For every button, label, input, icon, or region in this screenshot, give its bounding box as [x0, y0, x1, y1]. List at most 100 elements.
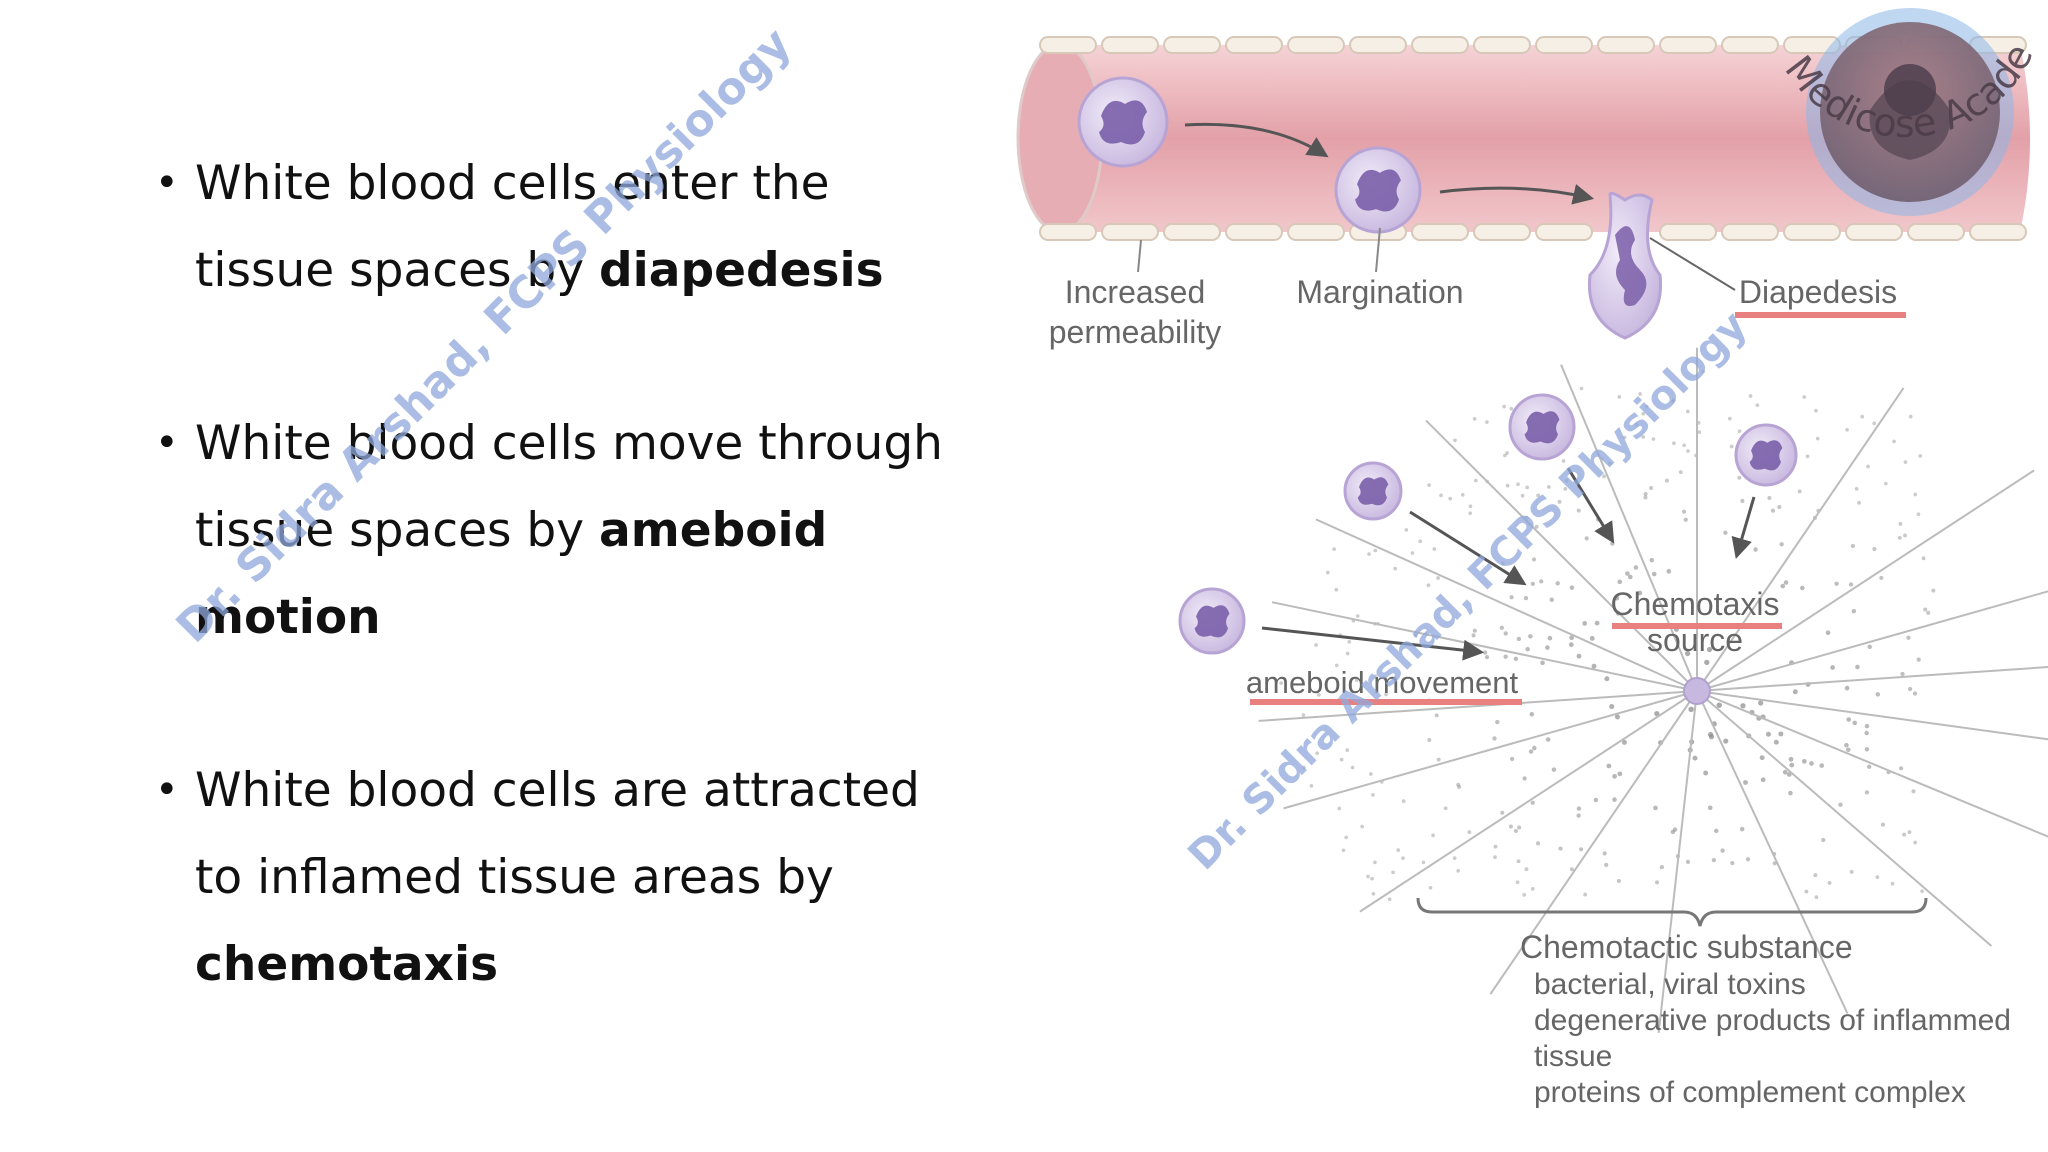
tissue-dot	[1845, 427, 1849, 432]
tissue-dot	[1513, 656, 1519, 662]
tissue-dot	[1714, 828, 1719, 834]
bullet-text-line: tissue spaces by diapedesis	[195, 227, 884, 314]
tissue-dot	[1633, 565, 1639, 570]
tissue-dot	[1814, 895, 1819, 900]
tissue-dot	[1792, 689, 1798, 695]
tissue-dot	[1866, 764, 1872, 769]
tissue-dot	[1765, 731, 1771, 737]
tissue-dot	[1529, 712, 1535, 717]
endothelial-cell	[1163, 223, 1221, 241]
tissue-dot	[1453, 438, 1457, 443]
tissue-dot	[1707, 805, 1713, 811]
gradient-ray	[1696, 690, 1993, 947]
tissue-dot	[1436, 757, 1441, 762]
tissue-dot	[1355, 614, 1360, 618]
tissue-dot	[1530, 886, 1535, 891]
tissue-dot	[1788, 790, 1793, 796]
tissue-dot	[1302, 765, 1306, 770]
arrow-ameboid	[1261, 626, 1485, 661]
tissue-dot	[1737, 429, 1742, 434]
pointer-diapedesis	[1649, 237, 1736, 291]
tissue-dot	[1427, 738, 1432, 742]
tissue-dot	[1899, 766, 1904, 771]
gradient-ray	[1696, 690, 2048, 838]
tissue-dot	[1723, 530, 1728, 535]
endothelial-cell	[1039, 223, 1097, 241]
tissue-dot	[1434, 713, 1439, 718]
tissue-dot	[1536, 841, 1541, 846]
tissue-dot	[1860, 414, 1865, 419]
tissue-dot	[1540, 660, 1545, 666]
endothelial-cell	[1535, 36, 1593, 54]
tissue-dot	[1637, 590, 1643, 596]
tissue-dot	[1872, 546, 1877, 552]
tissue-dot	[1371, 891, 1376, 896]
tissue-dot	[1755, 403, 1760, 407]
tissue-dot	[1334, 663, 1339, 668]
tissue-dot	[1867, 644, 1872, 650]
label-ameboid: ameboid movement	[1246, 665, 1519, 700]
tissue-dot	[1701, 369, 1705, 374]
tissue-dot	[1875, 692, 1881, 697]
tissue-dot	[1898, 522, 1903, 526]
tissue-dot	[1456, 868, 1461, 873]
tissue-dot	[1401, 856, 1405, 861]
tissue-dot	[1337, 806, 1342, 811]
tissue-dot	[1788, 756, 1794, 762]
tissue-dot	[1279, 681, 1284, 685]
tissue-dot	[1846, 747, 1851, 753]
gradient-ray	[1271, 601, 1698, 692]
tissue-dot	[1641, 411, 1646, 416]
endothelial-cell	[1287, 36, 1345, 54]
tissue-dot	[1439, 493, 1443, 498]
tissue-dot	[1551, 767, 1557, 772]
tissue-dot	[1855, 664, 1860, 670]
tissue-dot	[1617, 394, 1622, 399]
term-chemotaxis: chemotaxis	[195, 937, 499, 992]
gradient-ray	[1315, 518, 1698, 692]
tissue-dot	[1912, 691, 1918, 696]
tissue-dot	[1345, 651, 1350, 656]
tissue-dot	[1649, 486, 1654, 490]
label-permeability: permeability	[1049, 314, 1222, 350]
tissue-dot	[1872, 421, 1877, 426]
tissue-dot	[1531, 557, 1537, 562]
tissue-dot	[1558, 846, 1563, 851]
tissue-dot	[1493, 844, 1498, 849]
tissue-dot	[1827, 880, 1832, 885]
term-ameboid: ameboid	[599, 503, 828, 558]
leukocyte-cell	[1508, 393, 1576, 461]
tissue-dot	[1473, 478, 1478, 483]
tissue-dot	[1576, 653, 1582, 659]
tissue-dot	[1672, 441, 1676, 446]
tissue-dot	[1582, 621, 1588, 626]
tissue-dot	[1913, 840, 1918, 845]
tissue-dot	[1432, 547, 1437, 551]
tissue-dot	[1468, 511, 1472, 516]
tissue-dot	[1850, 543, 1855, 549]
tissue-dot	[1502, 404, 1506, 409]
tissue-dot	[1684, 650, 1691, 657]
tissue-dot	[1849, 869, 1854, 874]
endothelial-cell	[1411, 223, 1469, 241]
tissue-dot	[1772, 861, 1777, 866]
endothelial-cell	[1473, 223, 1531, 241]
tissue-dot	[1427, 483, 1431, 487]
tissue-dot	[1367, 552, 1371, 556]
tissue-dot	[1670, 829, 1676, 835]
tissue-dot	[1649, 557, 1655, 563]
tissue-dot	[1503, 654, 1508, 659]
gradient-ray	[1657, 690, 1698, 1034]
tissue-dot	[1830, 665, 1835, 670]
tissue-dot	[1500, 561, 1505, 566]
tissue-dot	[1778, 731, 1784, 737]
tissue-dot	[1371, 793, 1375, 797]
tissue-dot	[1740, 498, 1745, 503]
tissue-dot	[1564, 478, 1569, 483]
tissue-dot	[1609, 704, 1615, 710]
gradient-ray	[1258, 690, 1698, 722]
tissue-dot	[1523, 595, 1529, 601]
endothelial-cell	[1225, 36, 1283, 54]
tissue-dot	[1683, 517, 1688, 522]
